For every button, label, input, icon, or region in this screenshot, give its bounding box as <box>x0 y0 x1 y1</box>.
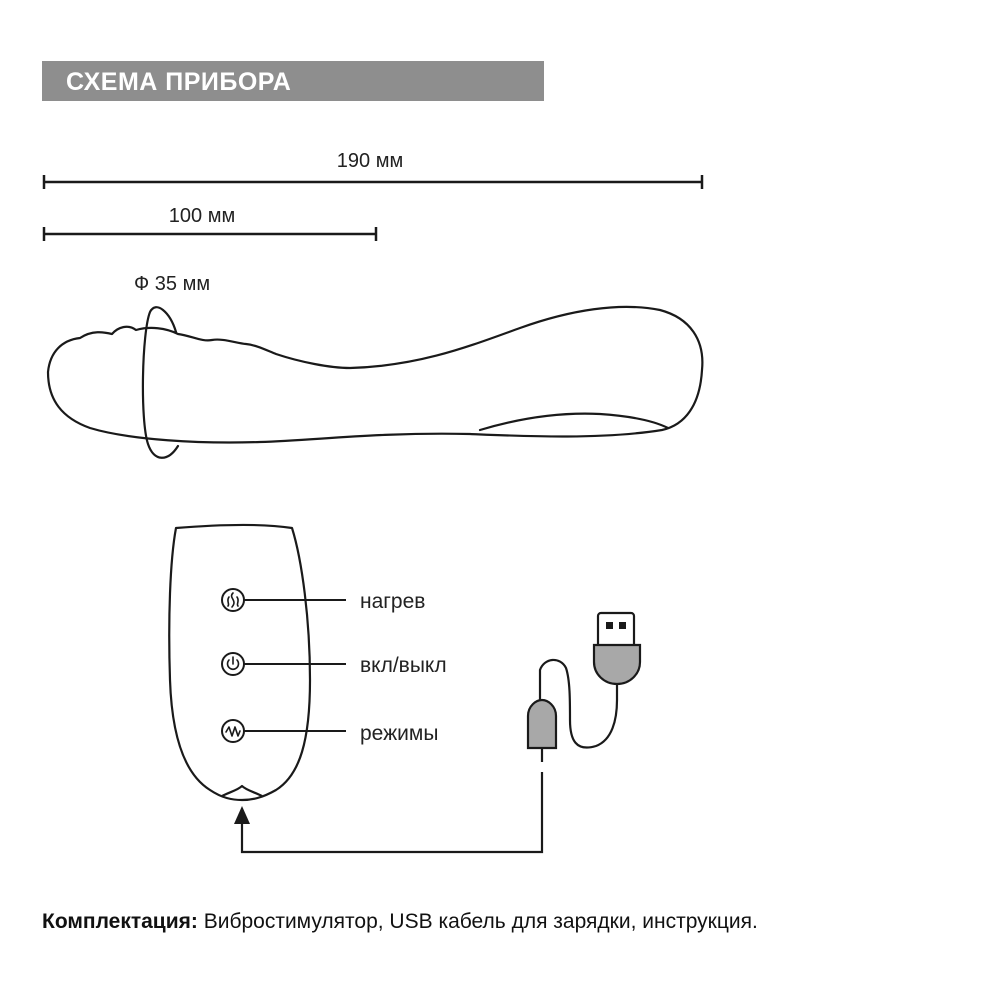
micro-connector-icon <box>526 698 558 762</box>
header-title: СХЕМА ПРИБОРА <box>66 68 292 96</box>
modes-label: режимы <box>360 722 438 745</box>
control-panel <box>168 523 312 802</box>
power-icon <box>226 656 240 671</box>
dimension-total <box>42 175 704 189</box>
modes-button[interactable] <box>221 719 346 743</box>
dimension-total-label: 190 мм <box>337 150 403 172</box>
heat-button[interactable] <box>221 588 346 612</box>
diameter-label: Ф 35 мм <box>134 273 210 295</box>
heat-label: нагрев <box>360 590 425 613</box>
dimension-insertable <box>42 227 378 241</box>
usb-cable <box>526 611 642 762</box>
package-contents-label: Комплектация: <box>42 910 198 933</box>
package-contents-text: Вибростимулятор, USB кабель для зарядки,… <box>197 910 758 933</box>
device-side-view <box>46 305 704 459</box>
power-button[interactable] <box>221 652 346 676</box>
modes-icon <box>225 726 241 737</box>
usb-plug-icon <box>592 611 642 686</box>
connection-arrow <box>234 772 544 854</box>
header-bar: СХЕМА ПРИБОРА <box>42 61 544 101</box>
heat-icon <box>227 592 239 608</box>
dimension-insertable-label: 100 мм <box>169 205 235 227</box>
power-label: вкл/выкл <box>360 654 447 677</box>
package-contents: Комплектация: Вибростимулятор, USB кабел… <box>42 910 758 934</box>
